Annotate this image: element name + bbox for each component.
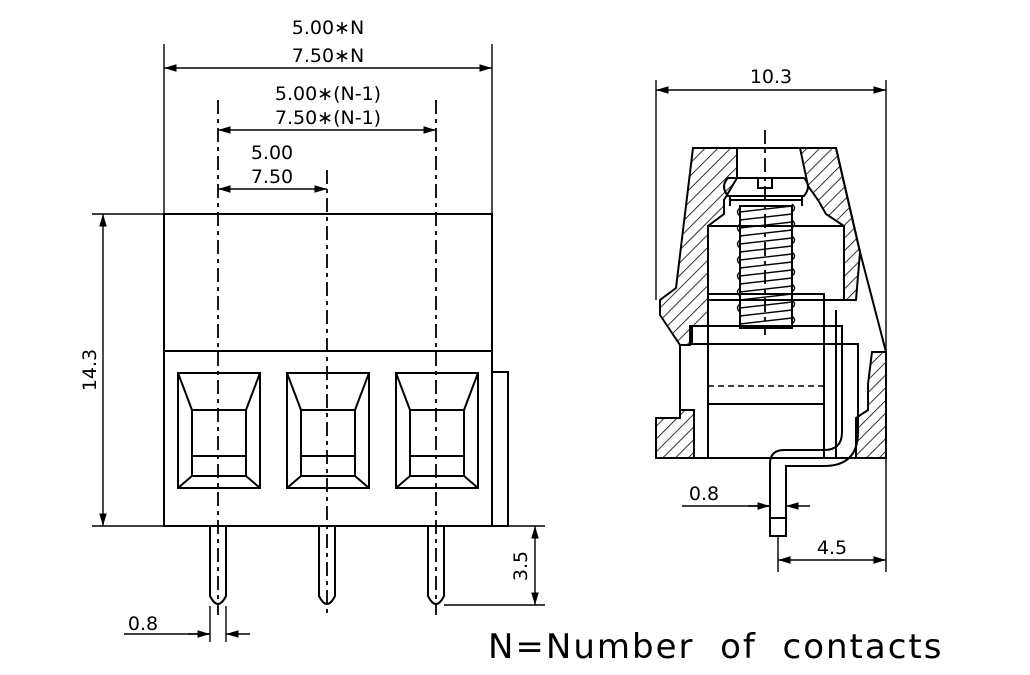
housing-outline <box>163 213 493 527</box>
front-view: 5.00∗N 7.50∗N 5.00∗(N-1) 7.50∗(N-1) 5.00… <box>79 17 545 642</box>
pin-2 <box>318 526 336 605</box>
wire-entry-2 <box>286 372 370 489</box>
dim-total-b: 7.50∗N <box>292 45 364 67</box>
housing-left-wall <box>659 147 738 346</box>
pin-1 <box>209 526 227 605</box>
dim-height: 14.3 <box>79 349 101 391</box>
dim-pitch-b: 7.50 <box>251 166 293 188</box>
wire-entry-3 <box>395 372 479 489</box>
side-pin <box>769 343 859 537</box>
dim-n1-a: 5.00∗(N-1) <box>275 83 381 105</box>
dim-n1-b: 7.50∗(N-1) <box>275 107 381 129</box>
dim-side-pin-width: 0.8 <box>689 483 719 505</box>
wire-entry-1 <box>177 372 261 489</box>
pin-3 <box>427 526 445 605</box>
dim-pin-length: 3.5 <box>510 551 532 581</box>
dim-pitch-a: 5.00 <box>251 142 293 164</box>
clamp-box <box>707 293 825 405</box>
contacts-note: N=Number of contacts <box>488 627 943 667</box>
dim-pin-offset: 4.5 <box>817 537 847 559</box>
dim-pin-width: 0.8 <box>128 613 158 635</box>
side-view: 10.3 <box>655 66 887 572</box>
side-tab <box>491 371 509 527</box>
inner-cavity <box>707 225 845 301</box>
housing-right-wall <box>798 147 862 301</box>
screw-thread <box>736 203 796 329</box>
housing-lower-left <box>655 409 695 459</box>
housing-lower-right <box>855 351 887 459</box>
dim-depth: 10.3 <box>750 66 792 88</box>
screw-head <box>723 177 809 197</box>
dim-total-a: 5.00∗N <box>292 17 364 39</box>
